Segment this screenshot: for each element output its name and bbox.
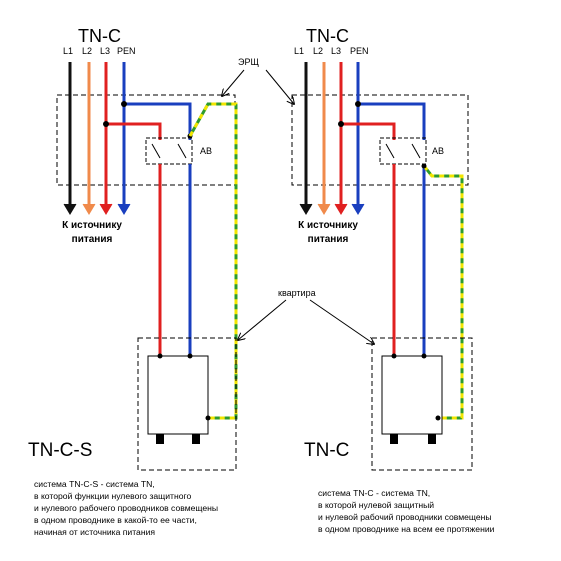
- left-appliance-foot-2: [192, 434, 200, 444]
- callouts: ЭРЩ квартира: [222, 57, 374, 344]
- left-panel: TN-C L1 L2 L3 PEN АВ: [28, 26, 238, 537]
- left-phase-l3: L3: [100, 46, 110, 56]
- left-ground-terminal: [205, 415, 211, 421]
- left-tap-l3: [106, 122, 162, 140]
- apartment-arrow-left: [238, 299, 287, 340]
- left-source-label-1: К источнику: [62, 220, 122, 231]
- right-node-pen: [355, 101, 361, 107]
- left-arrow-l1: [63, 203, 77, 215]
- right-appliance: [381, 355, 443, 435]
- left-appliance: [147, 355, 209, 435]
- right-phase-l1: L1: [294, 46, 304, 56]
- right-arrow-l1: [299, 203, 313, 215]
- left-apartment-box: [137, 337, 237, 471]
- ersch-label: ЭРЩ: [238, 57, 259, 67]
- right-phase-pen: PEN: [350, 46, 369, 56]
- left-tap-pen: [124, 102, 192, 140]
- left-arrow-l3: [99, 203, 113, 215]
- right-node-split: [421, 163, 427, 169]
- left-phase-pen: PEN: [117, 46, 136, 56]
- ersch-arrow-right: [265, 69, 294, 104]
- right-system-label: TN-C: [304, 440, 349, 461]
- left-phase-l1: L1: [63, 46, 73, 56]
- left-node-l3: [103, 121, 109, 127]
- ersch-arrow-left: [222, 69, 245, 96]
- right-desc-2: в которой нулевой защитный: [318, 500, 434, 510]
- right-header: TN-C: [306, 26, 349, 46]
- left-breaker: [145, 137, 193, 165]
- right-apartment-box: [371, 337, 473, 471]
- right-ground-terminal: [435, 415, 441, 421]
- left-breaker-label: АВ: [200, 146, 212, 156]
- right-breaker-contact-2: [411, 143, 421, 159]
- right-desc-4: в одном проводнике на всем ее протяжении: [318, 524, 495, 534]
- right-desc-3: и нулевой рабочий проводники совмещены: [318, 512, 492, 522]
- right-appliance-foot-1: [390, 434, 398, 444]
- left-breaker-contact-1: [151, 143, 161, 159]
- right-arrow-pen: [351, 203, 365, 215]
- right-tap-pen: [358, 102, 426, 140]
- left-breaker-contact-2: [177, 143, 187, 159]
- apartment-arrow-right: [309, 299, 374, 344]
- right-breaker-label: АВ: [432, 146, 444, 156]
- left-source-label-2: питания: [72, 234, 113, 245]
- left-desc-1: система TN-C-S - система TN,: [34, 479, 155, 489]
- right-node-l3: [338, 121, 344, 127]
- left-desc-2: в которой функции нулевого защитного: [34, 491, 191, 501]
- left-header: TN-C: [78, 26, 121, 46]
- left-desc-3: и нулевого рабочего проводников совмещен…: [34, 503, 218, 513]
- left-arrow-l2: [82, 203, 96, 215]
- right-phase-l2: L2: [313, 46, 323, 56]
- right-breaker: [379, 137, 427, 165]
- right-breaker-contact-1: [385, 143, 395, 159]
- left-phase-l2: L2: [82, 46, 92, 56]
- right-ersch-box: [291, 94, 469, 186]
- left-appliance-foot-1: [156, 434, 164, 444]
- left-desc-4: в одном проводнике в какой-то ее части,: [34, 515, 197, 525]
- right-tap-l3: [341, 122, 396, 140]
- apartment-label: квартира: [278, 288, 316, 298]
- right-arrow-l3: [334, 203, 348, 215]
- right-phase-l3: L3: [331, 46, 341, 56]
- left-arrow-pen: [117, 203, 131, 215]
- left-ersch-box: [56, 94, 236, 186]
- right-source-label-2: питания: [308, 234, 349, 245]
- right-desc-1: система TN-C - система TN,: [318, 488, 430, 498]
- left-desc-5: начиная от источника питания: [34, 527, 155, 537]
- left-node-pen: [121, 101, 127, 107]
- right-panel: TN-C L1 L2 L3 PEN АВ К: [291, 26, 495, 534]
- right-appliance-foot-2: [428, 434, 436, 444]
- left-system-label: TN-C-S: [28, 440, 92, 461]
- right-arrow-l2: [317, 203, 331, 215]
- right-source-label-1: К источнику: [298, 220, 358, 231]
